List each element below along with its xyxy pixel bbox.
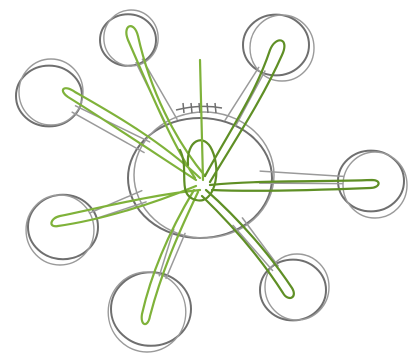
hatch-mark [215,103,216,113]
petal-outline-2 [343,152,407,218]
petal-outline-2 [250,15,314,81]
green-stroke [126,26,205,178]
green-stroke [200,60,203,180]
green-stroke [63,88,200,180]
hatch-mark [191,103,192,113]
green-stroke [202,190,294,298]
hatch-mark [199,103,200,113]
green-stroke [142,190,198,324]
stem-outline [76,106,150,142]
petal-outline-2 [108,272,186,352]
stem-outline [72,112,144,152]
stem-outline [260,183,343,184]
green-stroke [210,180,379,191]
petal-outline-2 [26,195,94,265]
petal-outline-2 [104,10,158,66]
hatch-mark [207,103,208,113]
